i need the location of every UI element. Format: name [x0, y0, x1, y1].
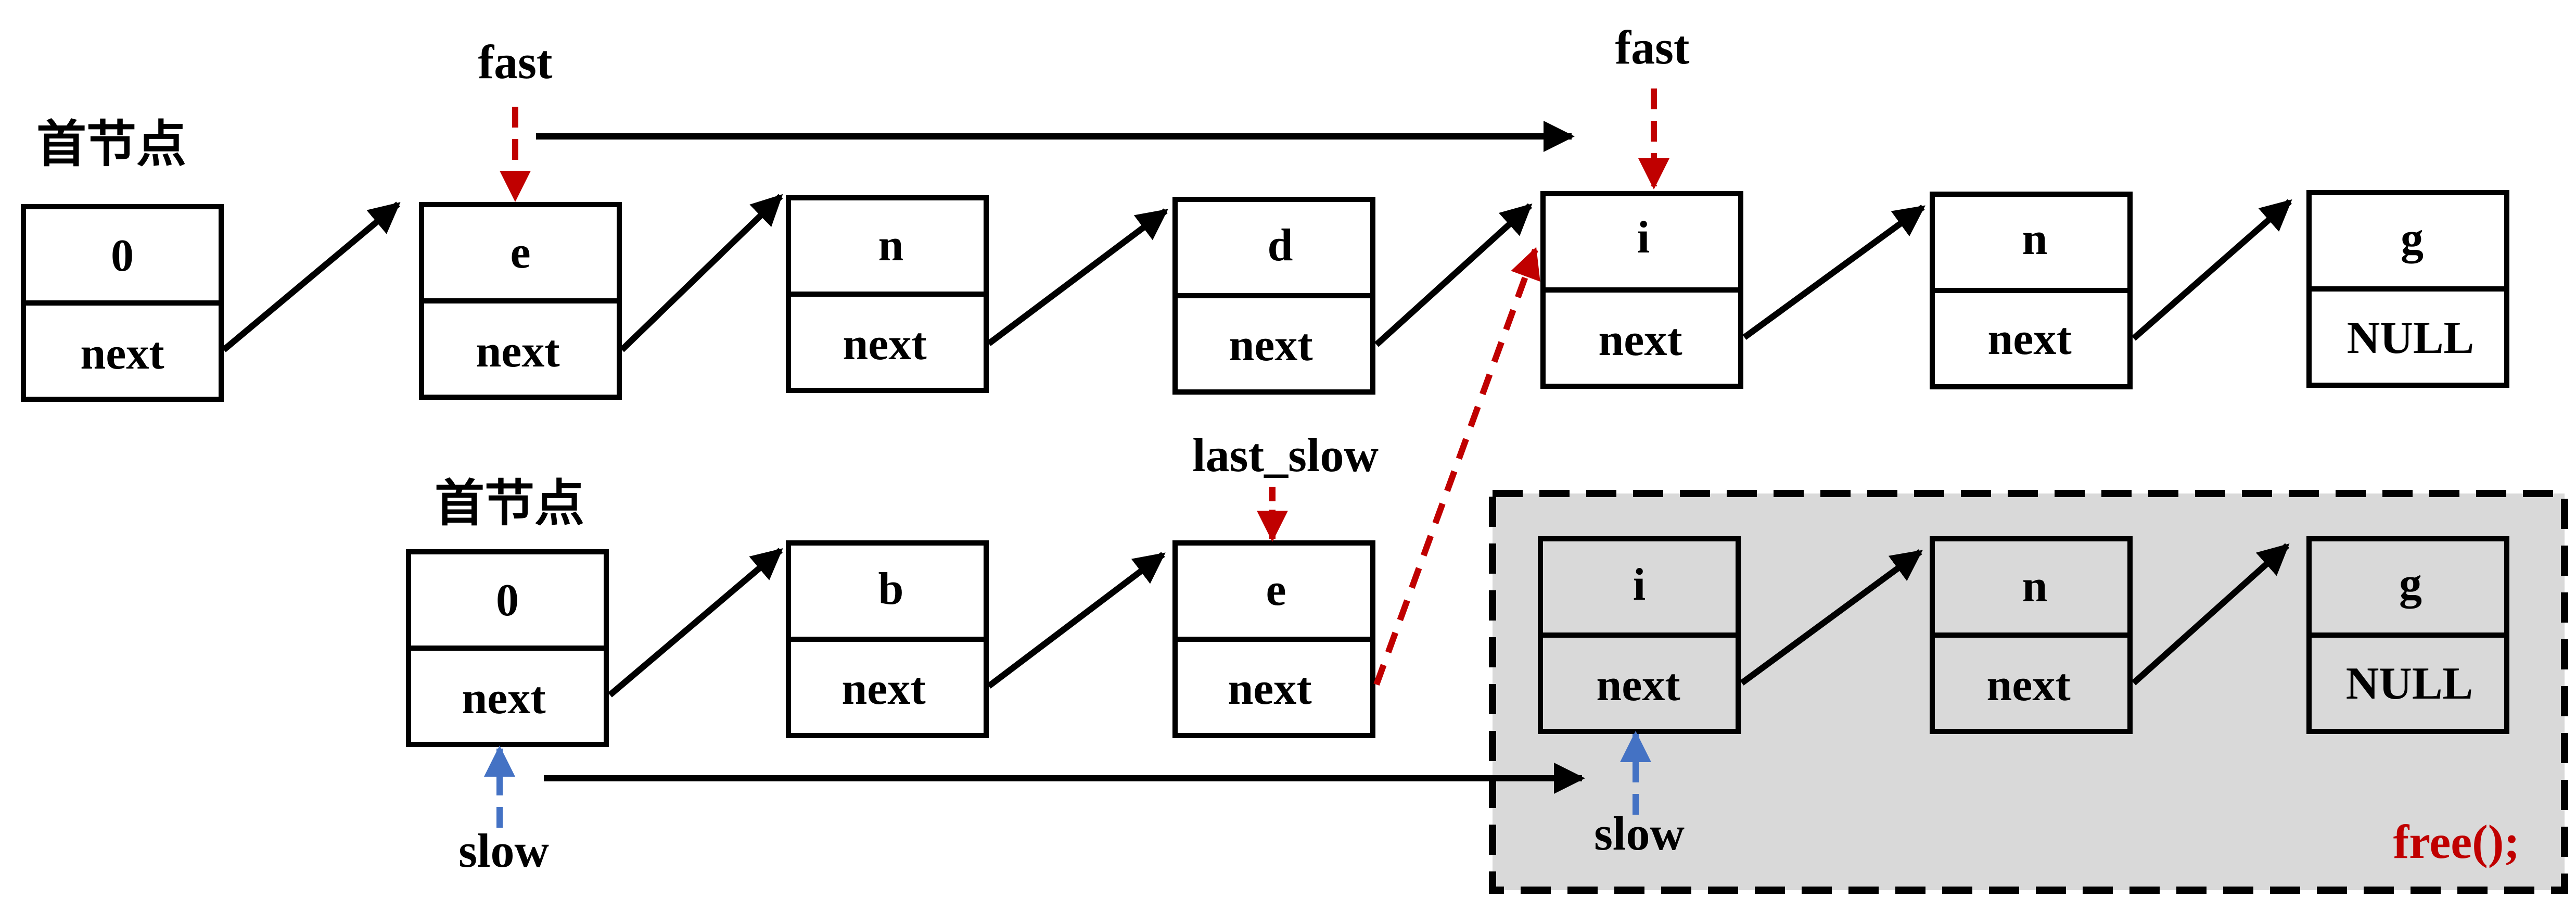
slow-label-end: slow — [1594, 807, 1685, 860]
free-node-0: i next — [1538, 536, 1741, 734]
link-arrow — [1742, 205, 1925, 340]
last-slow-label: last_slow — [1192, 428, 1379, 482]
link-arrow — [987, 552, 1166, 689]
top-node-2: n next — [786, 195, 989, 393]
node-value: n — [2022, 214, 2048, 264]
node-value: e — [1266, 565, 1286, 615]
link-arrow — [619, 194, 783, 352]
top-node-5: n next — [1930, 192, 2133, 389]
free-node-1: n next — [1930, 536, 2133, 734]
free-node-2: g NULL — [2306, 536, 2509, 734]
node-value: g — [2401, 213, 2424, 264]
top-node-6: g NULL — [2306, 190, 2509, 388]
top-head-label: 首节点 — [36, 117, 186, 172]
fast-label-start: fast — [478, 35, 552, 88]
node-link: NULL — [2346, 659, 2473, 709]
node-value: 0 — [496, 575, 519, 626]
node-value: e — [510, 227, 530, 278]
node-link: next — [1987, 314, 2071, 364]
node-value: n — [2022, 561, 2048, 612]
node-value: 0 — [111, 231, 134, 281]
link-arrow — [608, 548, 783, 698]
node-link: next — [476, 326, 559, 377]
link-arrow — [1374, 203, 1533, 347]
relink-arrow — [1373, 247, 1540, 686]
link-arrow — [987, 208, 1168, 346]
node-link: next — [1228, 664, 1311, 714]
link-arrow — [2132, 199, 2292, 341]
bottom-node-1: b next — [786, 540, 989, 738]
bottom-node-0: 0 next — [406, 549, 609, 747]
node-link: next — [80, 328, 164, 379]
fast-label-end: fast — [1615, 21, 1689, 74]
node-value: d — [1268, 220, 1293, 271]
node-value: i — [1637, 212, 1650, 263]
bottom-node-2: e next — [1172, 540, 1375, 738]
bottom-head-label: 首节点 — [435, 476, 584, 532]
node-link: next — [462, 673, 545, 724]
free-label: free(); — [2393, 815, 2520, 868]
link-arrow — [222, 201, 401, 352]
top-node-0: 0 next — [21, 204, 224, 402]
node-link: next — [1986, 660, 2070, 711]
top-node-3: d next — [1172, 197, 1375, 395]
node-value: n — [878, 220, 904, 271]
top-node-4: i next — [1540, 191, 1743, 389]
node-value: b — [878, 564, 904, 614]
link-arrow — [1740, 549, 1923, 686]
node-link: next — [843, 319, 926, 370]
link-arrow — [2131, 543, 2290, 686]
node-link: next — [1229, 320, 1312, 371]
node-value: g — [2399, 559, 2422, 609]
top-node-1: e next — [419, 202, 622, 400]
node-link: next — [1596, 660, 1680, 711]
node-link: next — [1598, 315, 1682, 365]
slow-label-start: slow — [458, 824, 549, 877]
node-link: NULL — [2347, 313, 2475, 363]
node-link: next — [841, 664, 925, 714]
node-value: i — [1633, 560, 1646, 610]
